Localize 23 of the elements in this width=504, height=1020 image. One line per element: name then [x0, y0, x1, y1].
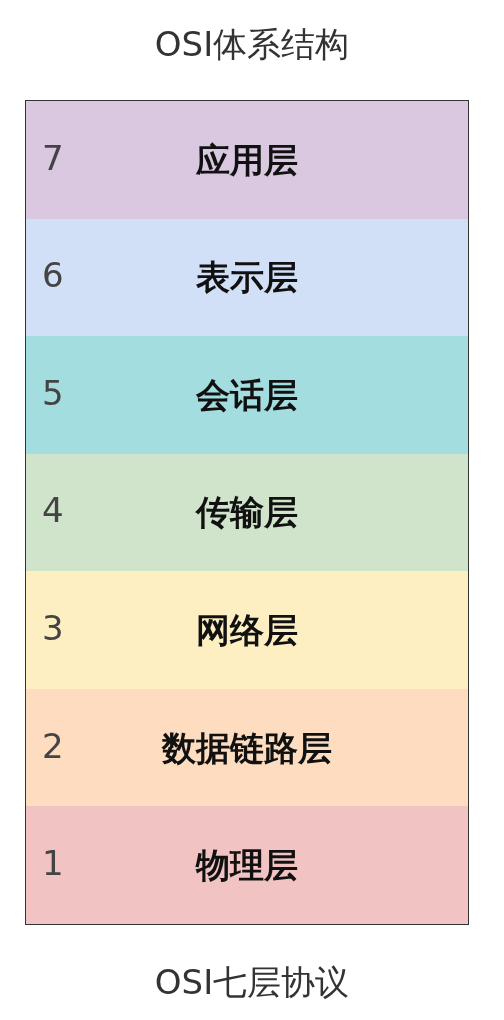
layer-name: 数据链路层 — [162, 726, 332, 770]
diagram-caption: OSI七层协议 — [154, 962, 350, 1002]
layer-number: 2 — [42, 725, 64, 766]
layer-band — [26, 571, 468, 689]
layer-band — [26, 218, 468, 337]
layer-number: 6 — [42, 255, 64, 296]
layer-name: 应用层 — [196, 138, 298, 182]
layer-number: 4 — [42, 490, 64, 531]
layer-band — [26, 336, 468, 454]
layer-name: 会话层 — [196, 373, 298, 417]
layer-name: 物理层 — [196, 844, 298, 888]
layer-band — [26, 806, 468, 924]
layer-band — [26, 101, 468, 219]
layer-number: 3 — [42, 608, 64, 649]
layer-band — [26, 688, 468, 807]
layer-number: 7 — [42, 137, 64, 178]
layer-name: 传输层 — [196, 491, 298, 535]
layer-number: 1 — [42, 843, 64, 884]
layer-number: 5 — [42, 372, 64, 413]
layer-name: 网络层 — [196, 609, 298, 653]
layer-name: 表示层 — [196, 256, 298, 300]
layer-band — [26, 453, 468, 572]
diagram-title: OSI体系结构 — [154, 24, 350, 64]
